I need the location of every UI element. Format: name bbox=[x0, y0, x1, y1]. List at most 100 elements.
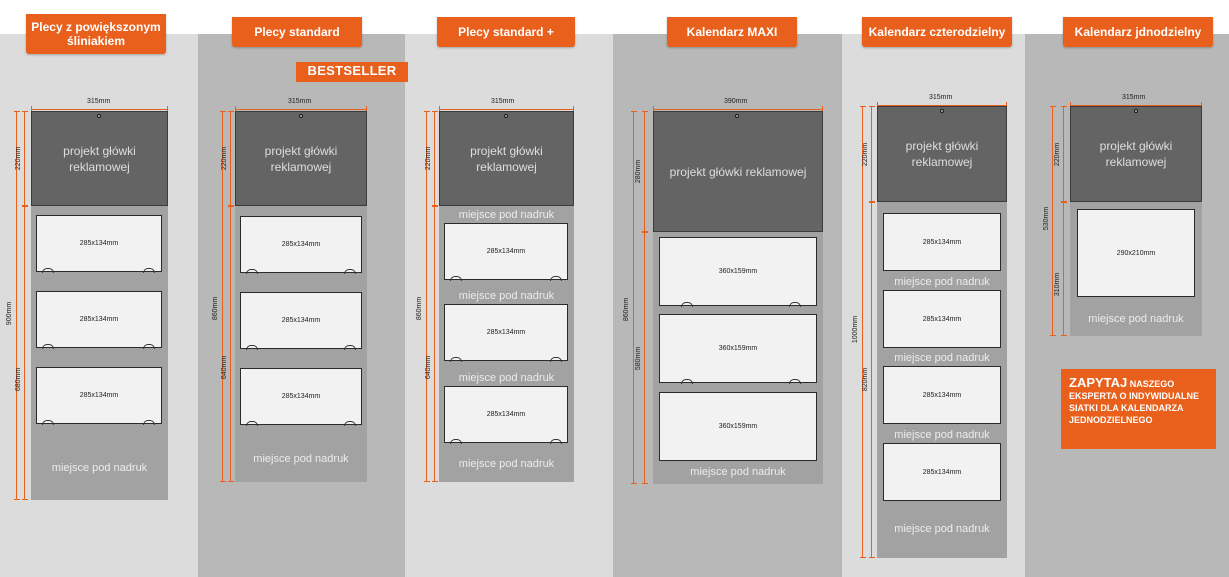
hook-icon bbox=[789, 379, 801, 384]
hook-icon bbox=[42, 268, 54, 273]
calendar-pad: 285x134mm bbox=[444, 304, 568, 361]
hook-icon bbox=[550, 357, 562, 362]
height-label: 860mm bbox=[212, 296, 220, 321]
hook-icon bbox=[143, 268, 155, 273]
back-dimension bbox=[1061, 202, 1067, 336]
hook-icon bbox=[344, 269, 356, 274]
hanging-hole bbox=[1134, 109, 1138, 113]
head-dimension bbox=[869, 106, 875, 202]
hanging-hole bbox=[504, 114, 508, 118]
hook-icon bbox=[42, 344, 54, 349]
hook-icon bbox=[450, 439, 462, 444]
width-label: 315mm bbox=[288, 98, 312, 105]
height-dimension bbox=[860, 106, 866, 558]
ask-expert-callout[interactable]: ZAPYTAJ NASZEGO EKSPERTA O INDYWIDUALNE … bbox=[1061, 369, 1216, 449]
calendar-pad: 285x134mm bbox=[444, 223, 568, 280]
back-height-label: 640mm bbox=[221, 355, 229, 380]
hook-icon bbox=[550, 439, 562, 444]
hook-icon bbox=[344, 345, 356, 350]
hook-icon bbox=[246, 345, 258, 350]
height-dimension bbox=[14, 111, 20, 500]
calendar-pad: 285x134mm bbox=[36, 291, 162, 348]
calendar-pad: 290x210mm bbox=[1077, 209, 1195, 297]
print-area-label: miejsce pod nadruk bbox=[51, 462, 148, 474]
back-dimension bbox=[642, 232, 648, 484]
hook-icon bbox=[450, 276, 462, 281]
height-label: 860mm bbox=[623, 297, 631, 322]
tab-kalendarz-czterodzielny[interactable]: Kalendarz czterodzielny bbox=[862, 17, 1012, 47]
head-dimension bbox=[1061, 106, 1067, 202]
back-height-label: 680mm bbox=[15, 367, 23, 392]
print-area-label: miejsce pod nadruk bbox=[1088, 313, 1184, 325]
hook-icon bbox=[246, 269, 258, 274]
tab-plecy-standard-plus[interactable]: Plecy standard + bbox=[437, 17, 575, 47]
head-height-label: 220mm bbox=[425, 146, 433, 171]
calendar-pad: 285x134mm bbox=[444, 386, 568, 443]
back-height-label: 820mm bbox=[862, 367, 870, 392]
calendar-pad: 285x134mm bbox=[240, 216, 362, 273]
head-dimension bbox=[642, 111, 648, 232]
calendar-pad: 285x134mm bbox=[883, 443, 1001, 501]
print-area-label: miejsce pod nadruk bbox=[894, 523, 990, 535]
tab-plecy-powiekszony[interactable]: Plecy z powiększonym śliniakiem bbox=[26, 14, 166, 54]
print-area-label: miejsce pod nadruk bbox=[458, 372, 555, 384]
width-dimension bbox=[235, 106, 367, 114]
hook-icon bbox=[450, 357, 462, 362]
advertising-head: projekt główki reklamowej bbox=[31, 111, 168, 206]
calendar-pad: 360x159mm bbox=[659, 314, 817, 383]
height-label: 900mm bbox=[6, 301, 14, 326]
back-height-label: 310mm bbox=[1054, 272, 1062, 297]
head-height-label: 220mm bbox=[15, 146, 23, 171]
calendar-pad: 360x159mm bbox=[659, 392, 817, 461]
width-label: 315mm bbox=[1122, 94, 1146, 101]
back-height-label: 580mm bbox=[635, 346, 643, 371]
advertising-head: projekt główki reklamowej bbox=[877, 106, 1007, 202]
ask-expert-text: NASZEGO EKSPERTA O INDYWIDUALNE SIATKI D… bbox=[1069, 379, 1200, 425]
head-dimension bbox=[432, 111, 438, 206]
tab-kalendarz-jednodzielny[interactable]: Kalendarz jdnodzielny bbox=[1063, 17, 1213, 47]
head-height-label: 220mm bbox=[221, 146, 229, 171]
calendar-pad: 285x134mm bbox=[883, 213, 1001, 271]
head-height-label: 280mm bbox=[635, 159, 643, 184]
hook-icon bbox=[42, 420, 54, 425]
height-label: 860mm bbox=[416, 296, 424, 321]
hook-icon bbox=[246, 421, 258, 426]
hook-icon bbox=[681, 302, 693, 307]
height-dimension bbox=[1050, 106, 1056, 336]
print-area-label: miejsce pod nadruk bbox=[458, 458, 555, 470]
hook-icon bbox=[344, 421, 356, 426]
height-label: 530mm bbox=[1043, 206, 1051, 231]
print-area-label: miejsce pod nadruk bbox=[458, 290, 555, 302]
print-area-label: miejsce pod nadruk bbox=[894, 429, 990, 441]
width-dimension bbox=[439, 106, 574, 114]
calendar-pad: 285x134mm bbox=[36, 367, 162, 424]
head-dimension bbox=[22, 111, 28, 206]
ask-expert-strong: ZAPYTAJ bbox=[1069, 375, 1128, 390]
advertising-head: projekt główki reklamowej bbox=[1070, 106, 1202, 202]
back-height-label: 640mm bbox=[425, 355, 433, 380]
calendar-pad: 285x134mm bbox=[883, 366, 1001, 424]
head-height-label: 220mm bbox=[862, 142, 870, 167]
head-dimension bbox=[228, 111, 234, 206]
tab-label: Kalendarz czterodzielny bbox=[868, 25, 1006, 39]
print-area-label: miejsce pod nadruk bbox=[894, 276, 990, 288]
hanging-hole bbox=[735, 114, 739, 118]
tab-kalendarz-maxi[interactable]: Kalendarz MAXI bbox=[667, 17, 797, 47]
tab-label: Kalendarz MAXI bbox=[686, 25, 778, 39]
width-label: 315mm bbox=[929, 94, 953, 101]
hanging-hole bbox=[97, 114, 101, 118]
back-dimension bbox=[869, 202, 875, 558]
print-area-label: miejsce pod nadruk bbox=[690, 466, 786, 478]
print-area-label: miejsce pod nadruk bbox=[253, 453, 349, 465]
bestseller-badge: BESTSELLER bbox=[296, 62, 408, 82]
hanging-hole bbox=[299, 114, 303, 118]
tab-label: Plecy standard + bbox=[458, 25, 554, 39]
print-area-label: miejsce pod nadruk bbox=[894, 352, 990, 364]
calendar-pad: 285x134mm bbox=[240, 292, 362, 349]
height-dimension bbox=[424, 111, 430, 482]
tab-plecy-standard[interactable]: Plecy standard bbox=[232, 17, 362, 47]
advertising-head: projekt główki reklamowej bbox=[235, 111, 367, 206]
advertising-head: projekt główki reklamowej bbox=[439, 111, 574, 206]
width-label: 315mm bbox=[87, 98, 111, 105]
hook-icon bbox=[681, 379, 693, 384]
